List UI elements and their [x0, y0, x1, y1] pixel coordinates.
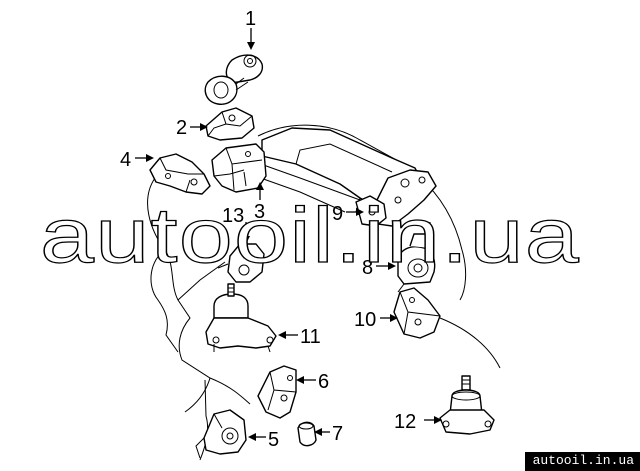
callout-6: 6	[318, 371, 329, 393]
callout-2: 2	[176, 117, 187, 139]
part-9-bracket	[355, 195, 387, 227]
callout-13: 13	[222, 205, 244, 227]
part-6-bracket	[257, 365, 297, 419]
leader-arrows	[135, 28, 442, 441]
part-3-mount-block	[211, 143, 267, 193]
callout-9: 9	[332, 203, 343, 225]
crossmember	[261, 127, 437, 227]
callout-4: 4	[120, 149, 131, 171]
part-8-right-mount	[397, 233, 436, 293]
part-2-bracket	[205, 107, 255, 141]
part-1-upper-mount	[204, 54, 264, 105]
callout-7: 7	[332, 423, 343, 445]
part-10-bracket	[393, 287, 441, 339]
callout-3: 3	[254, 201, 265, 223]
part-11-side-mount	[205, 283, 277, 353]
watermark: autooil.in.ua	[40, 191, 580, 279]
callout-12: 12	[394, 411, 416, 433]
callout-8: 8	[362, 257, 373, 279]
callout-10: 10	[354, 309, 376, 331]
part-4-bracket	[149, 153, 211, 195]
part-7-bushing	[297, 421, 317, 447]
part-13-center-mount	[217, 243, 265, 283]
site-tag: autooil.in.ua	[524, 452, 640, 471]
callout-1: 1	[245, 8, 256, 30]
callout-11: 11	[300, 326, 321, 348]
callout-labels: 1 2 3 4 13 9 8 10 11 6 12 7 5	[120, 8, 416, 451]
callout-5: 5	[268, 429, 279, 451]
part-5-lower-mount	[195, 409, 247, 459]
part-12-hydraulic-mount	[439, 375, 495, 435]
